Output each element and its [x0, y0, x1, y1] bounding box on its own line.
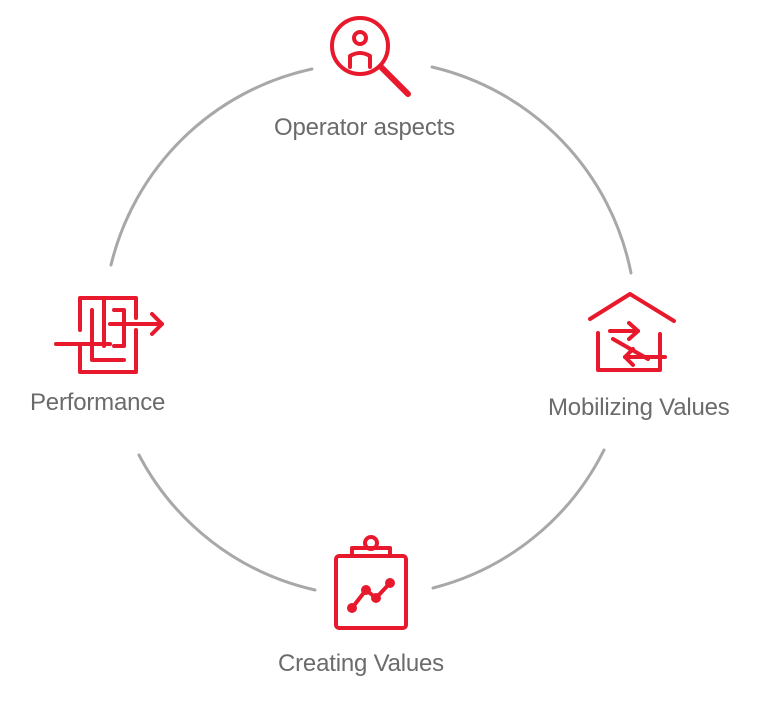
node-label-creating-values: Creating Values — [278, 650, 444, 677]
node-label-performance: Performance — [30, 389, 166, 416]
ring-arc-top-left — [109, 67, 314, 267]
cycle-ring — [109, 65, 633, 592]
node-label-mobilizing-values: Mobilizing Values — [548, 394, 730, 421]
clipboard-chart-icon — [334, 535, 408, 630]
ring-arc-bottom-left — [137, 453, 317, 592]
node-label-operator-aspects: Operator aspects — [274, 114, 455, 141]
maze-arrow-icon — [54, 296, 164, 374]
ring-arc-top-right — [430, 65, 633, 275]
house-exchange-icon — [588, 292, 676, 372]
magnifier-person-icon — [330, 16, 411, 97]
ring-arc-bottom-right — [431, 448, 606, 590]
